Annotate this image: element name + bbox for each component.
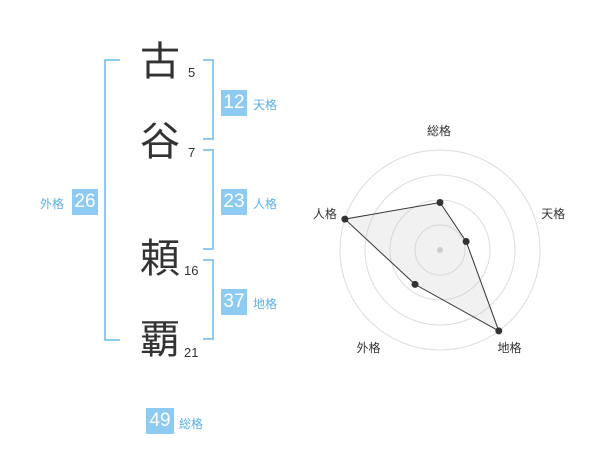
name-char-1: 古 bbox=[140, 39, 180, 85]
bracket-jinkaku bbox=[203, 149, 214, 250]
radar-axis-label-2: 天格 bbox=[541, 206, 566, 221]
radar-center bbox=[437, 247, 443, 253]
radar-axis-label-3: 地格 bbox=[497, 341, 522, 356]
name-char-2: 谷 bbox=[140, 119, 180, 165]
chikaku-value: 37 bbox=[221, 289, 247, 315]
stroke-count-3: 16 bbox=[184, 263, 199, 278]
tenkaku-label: 天格 bbox=[253, 98, 278, 112]
stroke-count-4: 21 bbox=[184, 345, 199, 360]
stroke-count-2: 7 bbox=[188, 145, 196, 160]
stroke-count-1: 5 bbox=[188, 65, 196, 80]
radar-grid-ring bbox=[414, 224, 466, 276]
gaikaku-value: 26 bbox=[72, 189, 98, 215]
jinkaku-label: 人格 bbox=[253, 197, 278, 211]
radar-axis-label-4: 外格 bbox=[356, 341, 381, 356]
radar-axis-label-5: 人格 bbox=[312, 206, 337, 221]
soukaku-value: 49 bbox=[146, 408, 174, 434]
gaikaku-label: 外格 bbox=[40, 197, 65, 211]
bracket-tenkaku bbox=[203, 59, 214, 140]
jinkaku-value: 23 bbox=[221, 189, 247, 215]
radar-series-area bbox=[343, 201, 500, 332]
name-char-4: 覇 bbox=[140, 317, 180, 363]
radar-point-3 bbox=[495, 327, 503, 335]
radar-point-4 bbox=[411, 280, 419, 288]
bracket-chikaku bbox=[203, 259, 214, 340]
radar-axis-label-1: 総格 bbox=[427, 124, 452, 138]
radar-point-1 bbox=[436, 199, 444, 206]
chikaku-label: 地格 bbox=[253, 297, 278, 311]
soukaku-label: 総格 bbox=[179, 417, 204, 431]
radar-point-2 bbox=[462, 238, 470, 246]
radar-grid-ring bbox=[364, 174, 516, 326]
bracket-gaikaku bbox=[104, 59, 120, 341]
radar-point-5 bbox=[341, 215, 349, 223]
name-char-3: 頼 bbox=[140, 236, 180, 282]
tenkaku-value: 12 bbox=[221, 90, 247, 116]
radar-grid-ring bbox=[339, 149, 541, 351]
